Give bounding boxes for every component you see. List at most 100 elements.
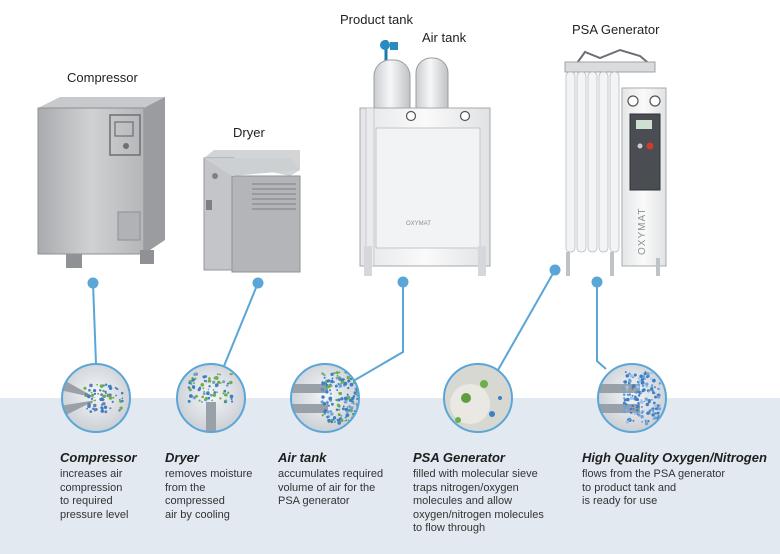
particle [349, 409, 352, 412]
particle [636, 413, 639, 415]
particle [351, 372, 354, 375]
particle [652, 378, 656, 383]
particle [356, 395, 359, 397]
particle [626, 393, 630, 397]
particle [644, 397, 648, 401]
detail-circle-dryer [176, 363, 246, 433]
particle [640, 377, 644, 382]
particle [646, 372, 650, 376]
particle [204, 396, 208, 401]
particle [333, 371, 336, 375]
particle [652, 411, 655, 414]
particle [336, 389, 339, 392]
particle [207, 379, 212, 383]
particle [191, 378, 195, 382]
particle [121, 399, 124, 403]
particle [658, 382, 662, 385]
particle [206, 391, 210, 396]
particle [345, 410, 349, 414]
particle [652, 391, 655, 395]
particle [340, 414, 343, 417]
particle [321, 395, 325, 399]
particle [194, 377, 197, 380]
particle [90, 391, 93, 394]
label-compressor: Compressor [67, 70, 138, 85]
particle [187, 399, 191, 403]
particle [641, 410, 644, 413]
desc-line: to required [60, 495, 113, 507]
particle [203, 390, 206, 393]
particle [224, 399, 228, 402]
particle [637, 377, 641, 380]
particle [227, 382, 230, 385]
particle [327, 384, 331, 389]
particle [330, 412, 334, 416]
particle [332, 380, 335, 383]
stage-desc-compressor: increases air compression to required pr… [60, 468, 128, 522]
particle [654, 404, 658, 408]
particle [656, 395, 661, 399]
stage-desc-air-tank: accumulates required volume of air for t… [278, 468, 383, 509]
particle [622, 401, 626, 405]
particle [625, 374, 630, 378]
particle [346, 413, 349, 416]
particle [108, 386, 112, 390]
particle [344, 419, 347, 422]
particle [641, 384, 645, 388]
particle [229, 372, 232, 376]
desc-line: molecules and allow [413, 495, 513, 507]
particle [87, 402, 91, 406]
particle [338, 391, 341, 395]
particle [336, 374, 339, 377]
particle [643, 372, 647, 376]
particle [90, 397, 94, 400]
particle [346, 406, 349, 408]
particle [219, 397, 222, 400]
desc-line: volume of air for the [278, 481, 376, 494]
particle [98, 389, 102, 392]
particle [629, 374, 634, 378]
particle [187, 386, 191, 389]
particle [321, 388, 324, 391]
particle [635, 404, 640, 409]
particle [208, 377, 211, 380]
particle [215, 376, 219, 380]
particle [326, 410, 330, 414]
particle [188, 388, 192, 392]
particle [97, 392, 99, 395]
particle [640, 398, 643, 401]
particle [629, 408, 632, 411]
particle [623, 405, 628, 410]
particle [330, 372, 334, 377]
particle [100, 393, 103, 396]
particle [350, 406, 354, 410]
particle [332, 416, 337, 420]
stage-desc-dryer: removes moisture from the compressed air… [165, 468, 252, 522]
detail-circle-compressor [61, 363, 131, 433]
particle [331, 377, 334, 380]
particle [229, 380, 233, 385]
connector-dot-output [591, 276, 603, 288]
particle [650, 372, 653, 375]
particle [647, 390, 650, 393]
particle [102, 389, 105, 393]
particle [335, 371, 339, 375]
desc-line: air by cooling [165, 508, 230, 521]
particle [323, 373, 326, 377]
particle [337, 413, 341, 417]
particle [94, 399, 97, 402]
particle [654, 392, 657, 395]
particle [347, 419, 350, 422]
connector-dot-psa [549, 264, 561, 276]
particle [197, 388, 201, 392]
particle [102, 402, 106, 406]
particle [104, 410, 108, 414]
particle [658, 371, 661, 374]
particle [636, 385, 640, 389]
particle [344, 396, 348, 400]
detail-circle-air-tank [290, 363, 360, 433]
particle [641, 420, 644, 423]
particle [188, 379, 191, 382]
particle [658, 371, 662, 376]
particle [356, 380, 359, 383]
